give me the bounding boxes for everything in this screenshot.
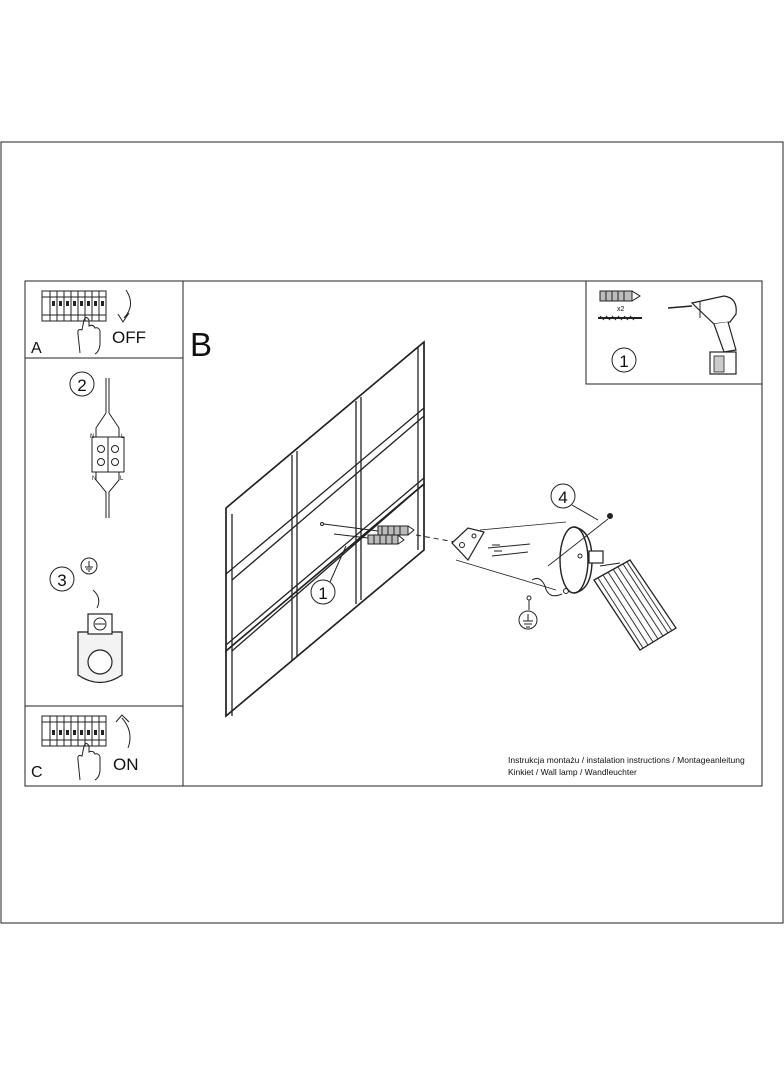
step-3: 3 [49,557,123,684]
panel-c: C ON [31,714,139,781]
terminal-label-n-top: N [90,434,94,440]
step-2-badge [69,371,95,397]
step-1-badge [611,347,637,373]
step-4-badge [550,483,576,509]
wall-step-leader [329,545,347,583]
panel-a-action: OFF [112,328,146,347]
projection-line-2 [455,559,557,591]
footer-instructions: Instrukcja montażu / instalation instruc… [508,755,745,765]
mounting-bracket [451,527,485,562]
diagram-frame [24,280,763,787]
terminal-label-l-bottom: L [120,476,124,482]
ground-wire [92,589,100,609]
wall-plugs [320,522,415,545]
step-4-leader [571,504,599,521]
step-3-number: 3 [57,571,66,590]
step-4-number: 4 [558,488,567,507]
terminal-label-n-bottom: N [92,476,96,482]
lamp-ground-wire [531,578,563,597]
hand-icon [77,317,101,355]
wires-icon [95,378,120,518]
step-3-badge [49,566,75,592]
step-2: 2 N L N L [69,371,125,518]
terminal-block-icon [91,436,125,473]
arrow-icon [115,714,131,749]
panel-a: A OFF [31,289,146,357]
hand-icon [77,743,101,781]
ground-symbol-icon [518,595,538,630]
step-1-number: 1 [619,352,628,371]
drill-icon [667,295,737,375]
arrow-icon [117,289,131,323]
ground-symbol-icon [80,557,98,575]
circuit-breaker-icon [41,715,107,747]
wall-step-badge [310,579,336,605]
terminal-label-l-top: L [121,434,125,440]
bracket-screws [487,543,531,557]
projection-line-1 [479,521,567,531]
alignment-line [415,534,456,543]
ground-terminal-icon [77,613,123,684]
grub-screw-icon [547,513,613,567]
circuit-breaker-icon [41,290,107,322]
page-frame [0,141,784,924]
panel-b-letter: B [190,326,212,363]
panel-c-action: ON [113,755,139,774]
wall-lamp [559,526,677,651]
wall-step-number: 1 [318,584,327,603]
kit-quantity: x2 [617,306,625,313]
step-2-number: 2 [77,376,86,395]
tools-box [585,280,763,385]
footer-product: Kinkiet / Wall lamp / Wandleuchter [508,767,637,777]
panel-a-letter: A [31,340,42,357]
panel-c-letter: C [31,764,43,781]
wall-plug-kit-icon [598,290,642,321]
